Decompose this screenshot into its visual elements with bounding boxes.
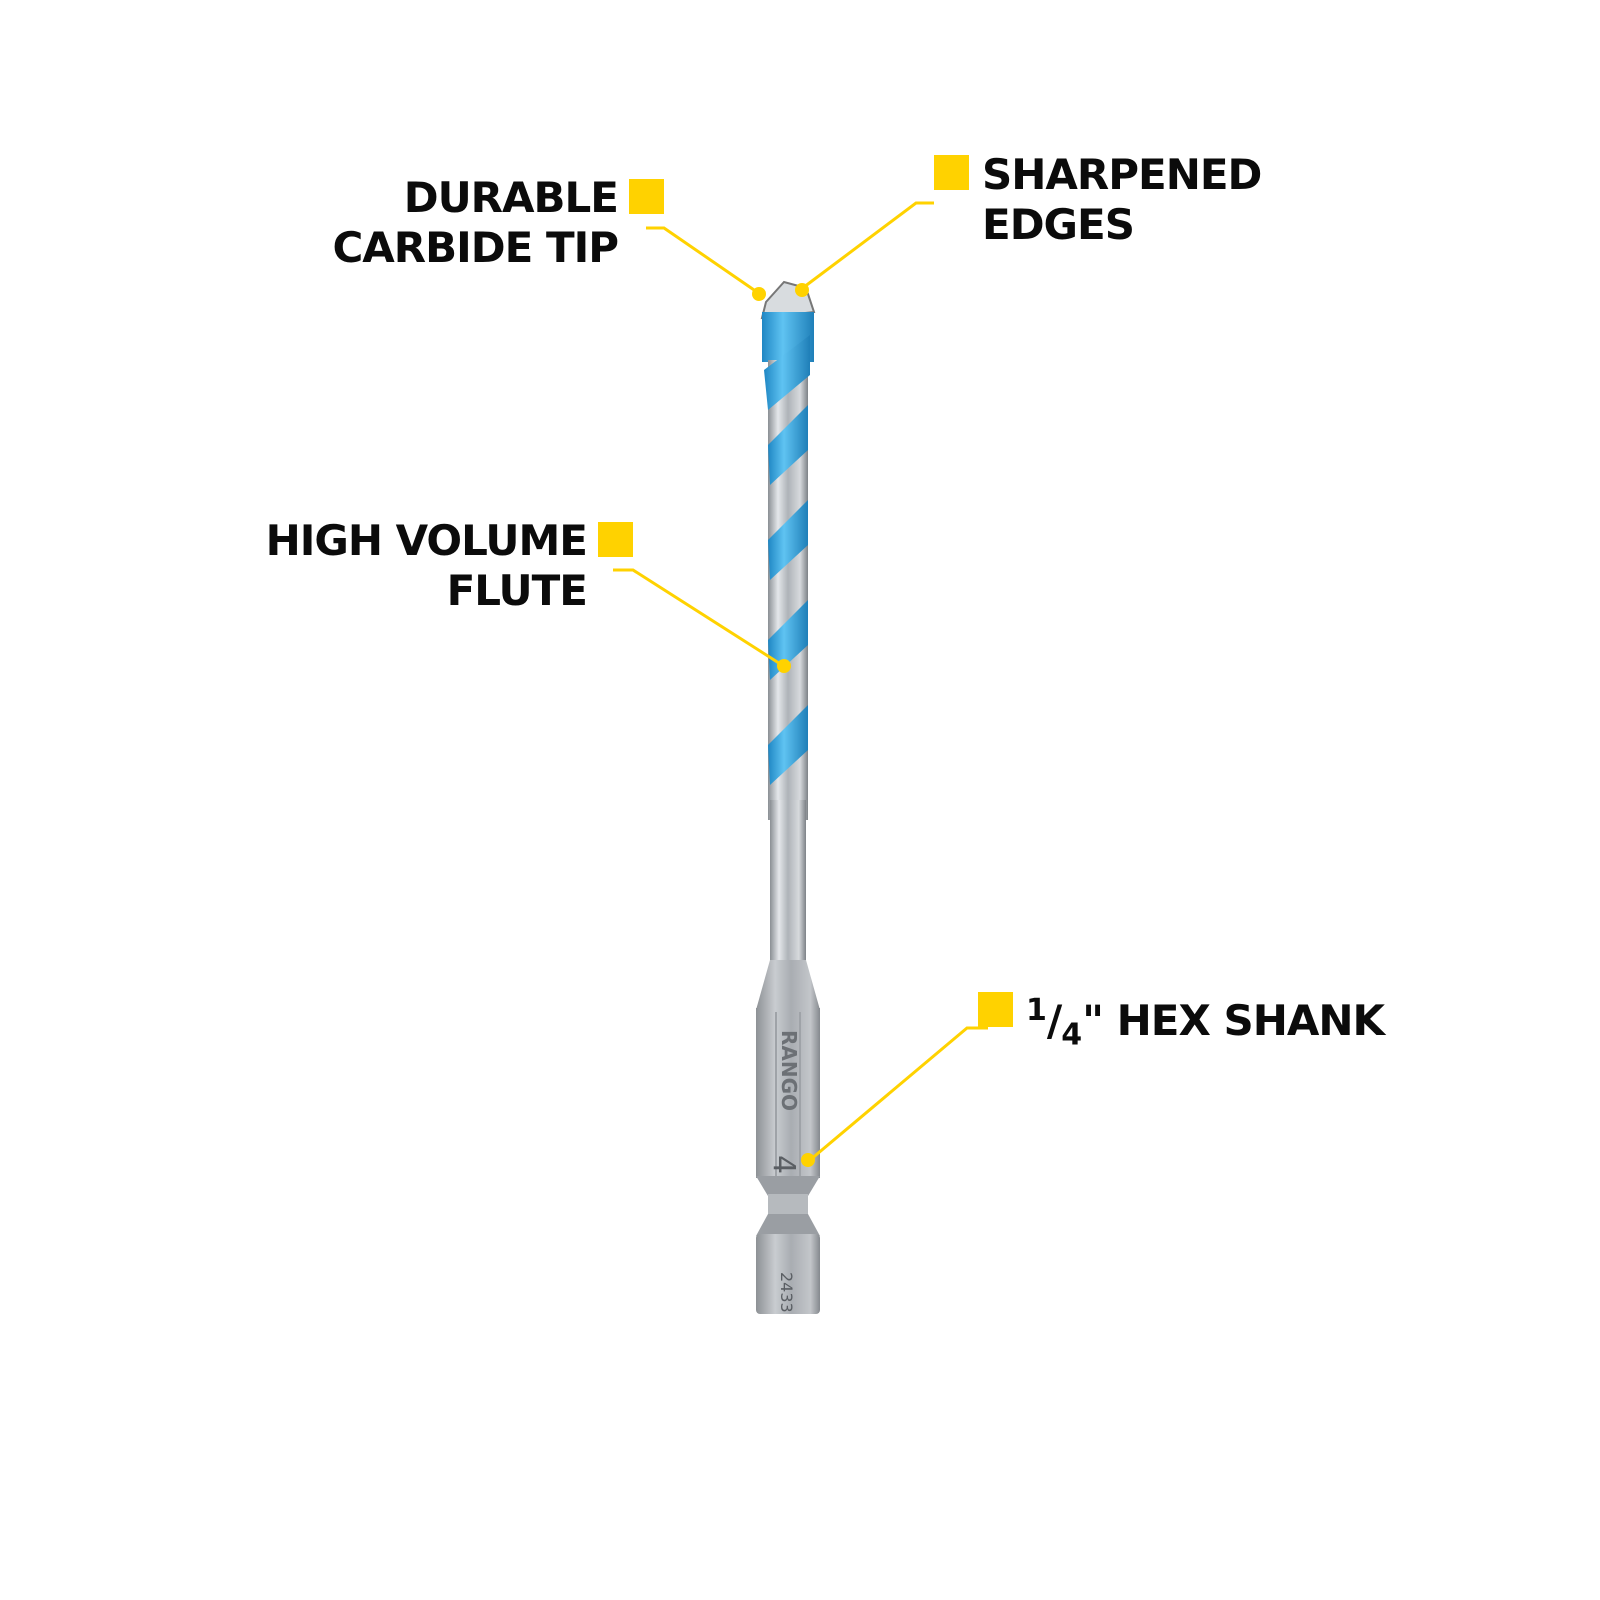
- fluted-body: [762, 312, 814, 820]
- code-marking: 2433: [777, 1272, 796, 1313]
- leader-shank: [809, 1026, 988, 1162]
- dot-shank: [801, 1153, 815, 1167]
- leader-dots: [752, 283, 815, 1167]
- size-marking: 4: [766, 1155, 801, 1174]
- shaft: [770, 800, 806, 970]
- dot-carbide-tip: [752, 287, 766, 301]
- fraction-denominator: 4: [1061, 1017, 1083, 1053]
- shank-line1: 1/4" HEX SHANK: [1026, 986, 1385, 1060]
- flute-line1: HIGH VOLUME: [265, 516, 588, 565]
- flute-line2: FLUTE: [446, 566, 588, 615]
- brand-marking: RANGO: [777, 1030, 801, 1111]
- yellow-square-icon: [629, 179, 664, 214]
- shank-label: " HEX SHANK: [1082, 996, 1385, 1045]
- callout-flute: HIGH VOLUME FLUTE: [265, 516, 588, 616]
- callout-sharpened-edges: SHARPENED EDGES: [982, 150, 1262, 250]
- yellow-square-icon: [978, 992, 1013, 1027]
- sharpened-edges-line2: EDGES: [982, 200, 1135, 249]
- carbide-tip-line2: CARBIDE TIP: [332, 223, 619, 272]
- callout-carbide-tip: DURABLE CARBIDE TIP: [332, 173, 619, 273]
- leader-sharpened-edges: [799, 201, 934, 292]
- fraction-numerator: 1: [1026, 993, 1047, 1028]
- dot-flute: [777, 659, 791, 673]
- hex-shank: [756, 960, 820, 1314]
- callout-shank: 1/4" HEX SHANK: [1026, 986, 1385, 1060]
- yellow-square-icon: [934, 155, 969, 190]
- yellow-square-icon: [598, 522, 633, 557]
- dot-sharpened-edges: [795, 283, 809, 297]
- fraction-separator: /: [1046, 996, 1062, 1045]
- carbide-tip-line1: DURABLE: [403, 173, 619, 222]
- sharpened-edges-line1: SHARPENED: [982, 150, 1262, 199]
- leader-flute: [613, 568, 783, 667]
- leader-carbide-tip: [646, 226, 758, 294]
- leader-lines: [613, 201, 988, 1162]
